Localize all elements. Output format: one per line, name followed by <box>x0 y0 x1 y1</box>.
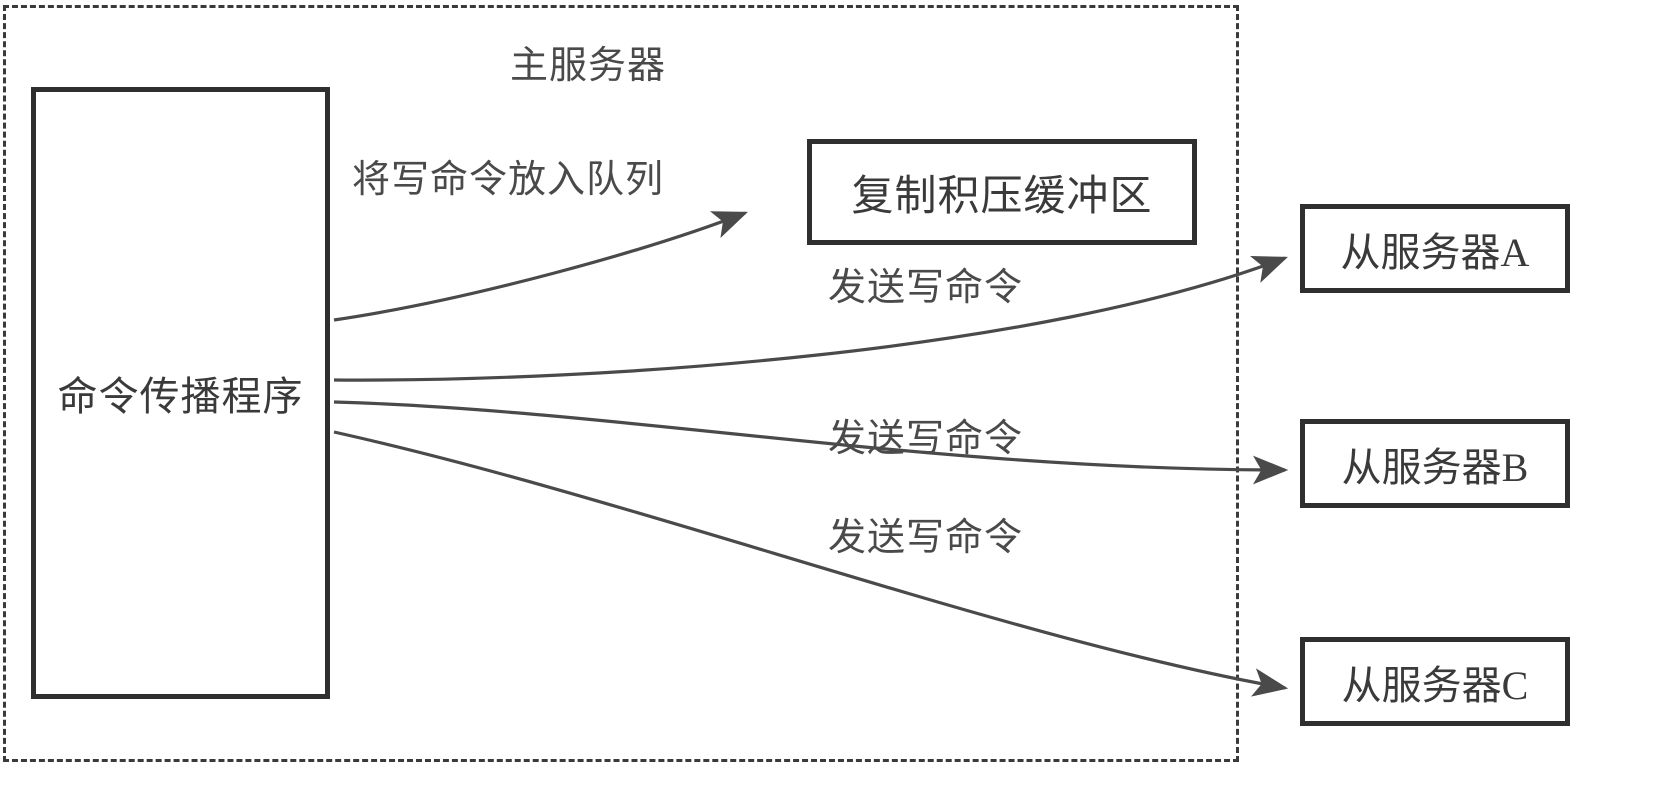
node-replication-backlog-buffer-label: 复制积压缓冲区 <box>851 173 1153 220</box>
edge-label-to-backlog-buffer: 将写命令放入队列 <box>352 159 665 201</box>
master-server-boundary <box>3 5 1239 762</box>
node-command-propagation[interactable]: 命令传播程序 <box>31 87 330 699</box>
node-slave-server-c-label: 从服务器C <box>1341 662 1529 708</box>
edge-label-to-slave-c: 发送写命令 <box>828 517 1024 559</box>
master-server-title: 主服务器 <box>510 45 667 87</box>
node-slave-server-b[interactable]: 从服务器B <box>1300 419 1570 508</box>
node-slave-server-a[interactable]: 从服务器A <box>1300 204 1570 293</box>
node-command-propagation-label: 命令传播程序 <box>57 374 304 419</box>
edge-label-to-slave-b: 发送写命令 <box>828 418 1024 460</box>
node-slave-server-b-label: 从服务器B <box>1341 444 1529 490</box>
node-replication-backlog-buffer[interactable]: 复制积压缓冲区 <box>807 139 1197 245</box>
node-slave-server-c[interactable]: 从服务器C <box>1300 637 1570 726</box>
node-slave-server-a-label: 从服务器A <box>1340 229 1530 275</box>
edge-label-to-slave-a: 发送写命令 <box>828 267 1024 309</box>
